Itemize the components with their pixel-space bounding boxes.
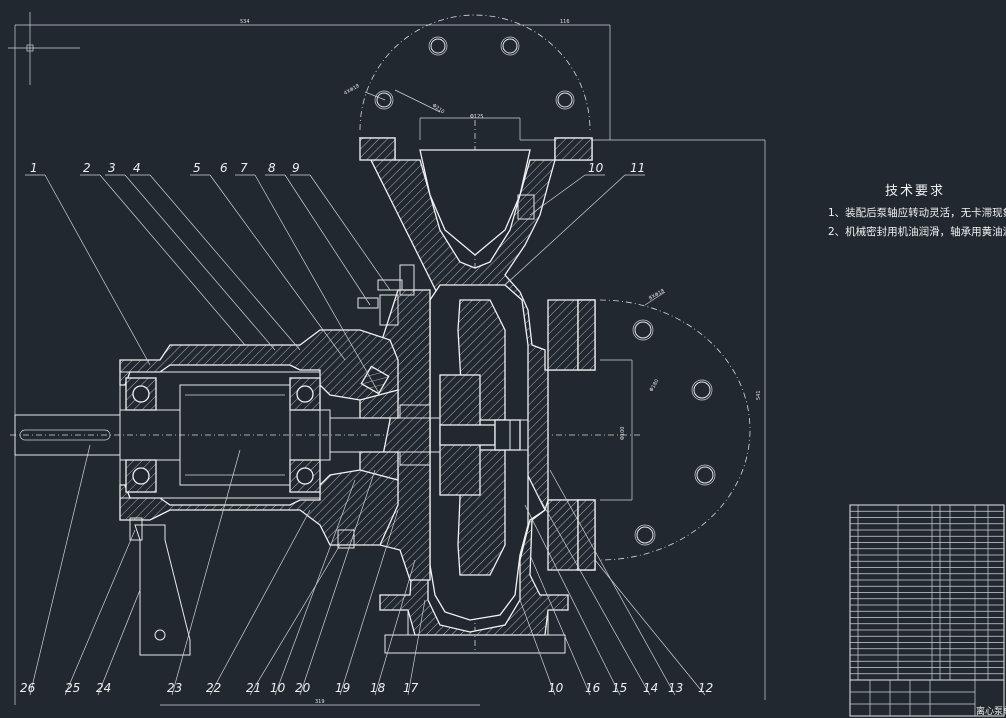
bill-of-materials xyxy=(849,504,1005,681)
fasteners xyxy=(337,194,535,549)
dim-outlet-pcd: Φ180 xyxy=(649,378,661,393)
part-number-label: 7 xyxy=(240,161,248,175)
dim-overall-bottom: 319 xyxy=(315,699,325,705)
title-block: 离心泵总 xyxy=(849,679,1006,717)
dim-overall-top-left: 534 xyxy=(240,19,250,25)
part-number-label: 18 xyxy=(370,681,386,695)
bearings xyxy=(125,377,321,493)
support-foot xyxy=(129,517,191,656)
mechanical-seal xyxy=(359,365,431,481)
part-number-label: 8 xyxy=(268,161,276,175)
tech-requirements-title: 技术要求 xyxy=(885,184,945,199)
part-number-label: 26 xyxy=(20,681,36,695)
dim-inlet-pcd: Φ210 xyxy=(431,103,445,116)
drawing-frame xyxy=(8,12,766,706)
part-number-label: 16 xyxy=(585,681,601,695)
bolt-hole xyxy=(696,466,714,484)
part-number-label: 22 xyxy=(206,681,221,695)
leader-lines-bottom xyxy=(29,444,706,696)
casing-foot xyxy=(384,610,566,654)
part-number-label: 10 xyxy=(270,681,286,695)
tech-requirement-item: 2、机械密封用机油润滑，轴承用黄油润滑。 xyxy=(828,225,1006,238)
bolt-hole xyxy=(693,381,711,399)
dim-inlet-dia: Φ125 xyxy=(470,114,483,120)
part-number-label: 19 xyxy=(335,681,350,695)
bolt-hole xyxy=(430,38,446,54)
bearing-housing xyxy=(119,329,399,546)
part-number-label: 6 xyxy=(220,161,228,175)
part-number-label: 24 xyxy=(96,681,111,695)
part-numbers-top: 1 2 3 4 5 6 7 8 9 10 11 xyxy=(30,161,645,175)
part-number-label: 20 xyxy=(295,681,311,695)
technical-requirements: 技术要求 1、装配后泵轴应转动灵活，无卡滞现象； 2、机械密封用机油润滑，轴承用… xyxy=(828,184,1006,238)
dim-bolt-holes-top: 4XΦ18 xyxy=(343,83,361,97)
part-number-label: 2 xyxy=(83,161,91,175)
dim-bolt-holes-right: 8XΦ18 xyxy=(648,288,666,302)
bolt-hole xyxy=(502,38,518,54)
part-number-label: 4 xyxy=(133,161,141,175)
part-number-label: 9 xyxy=(292,161,300,175)
part-number-label: 11 xyxy=(630,161,645,175)
tech-requirement-item: 1、装配后泵轴应转动灵活，无卡滞现象； xyxy=(828,206,1006,219)
part-number-label: 14 xyxy=(643,681,658,695)
bolt-hole xyxy=(557,92,573,108)
dim-right-height: 541 xyxy=(756,390,762,400)
part-number-label: 10 xyxy=(588,161,604,175)
bolt-hole xyxy=(376,92,392,108)
part-number-label: 12 xyxy=(698,681,713,695)
part-numbers-bottom: 26 25 24 23 22 21 10 20 19 18 17 10 16 1… xyxy=(20,681,713,695)
bolt-hole xyxy=(636,526,654,544)
dim-overall-top-right: 116 xyxy=(560,19,570,25)
part-number-label: 13 xyxy=(668,681,683,695)
part-number-label: 17 xyxy=(403,681,419,695)
inlet-flange-bolt-circle xyxy=(359,14,591,140)
part-number-label: 10 xyxy=(548,681,564,695)
part-number-label: 21 xyxy=(246,681,261,695)
drawing-name: 离心泵总 xyxy=(976,705,1006,717)
part-number-label: 3 xyxy=(108,161,116,175)
leader-lines-top xyxy=(25,174,645,396)
part-number-label: 5 xyxy=(193,161,201,175)
outlet-flange-bolt-circle xyxy=(599,291,751,561)
bolt-hole xyxy=(634,321,652,339)
part-number-label: 15 xyxy=(612,681,627,695)
impeller xyxy=(439,299,521,576)
dim-outlet-dia: Φ100 xyxy=(620,427,626,440)
part-number-label: 1 xyxy=(30,161,38,175)
part-number-label: 23 xyxy=(167,681,182,695)
part-number-label: 25 xyxy=(65,681,80,695)
